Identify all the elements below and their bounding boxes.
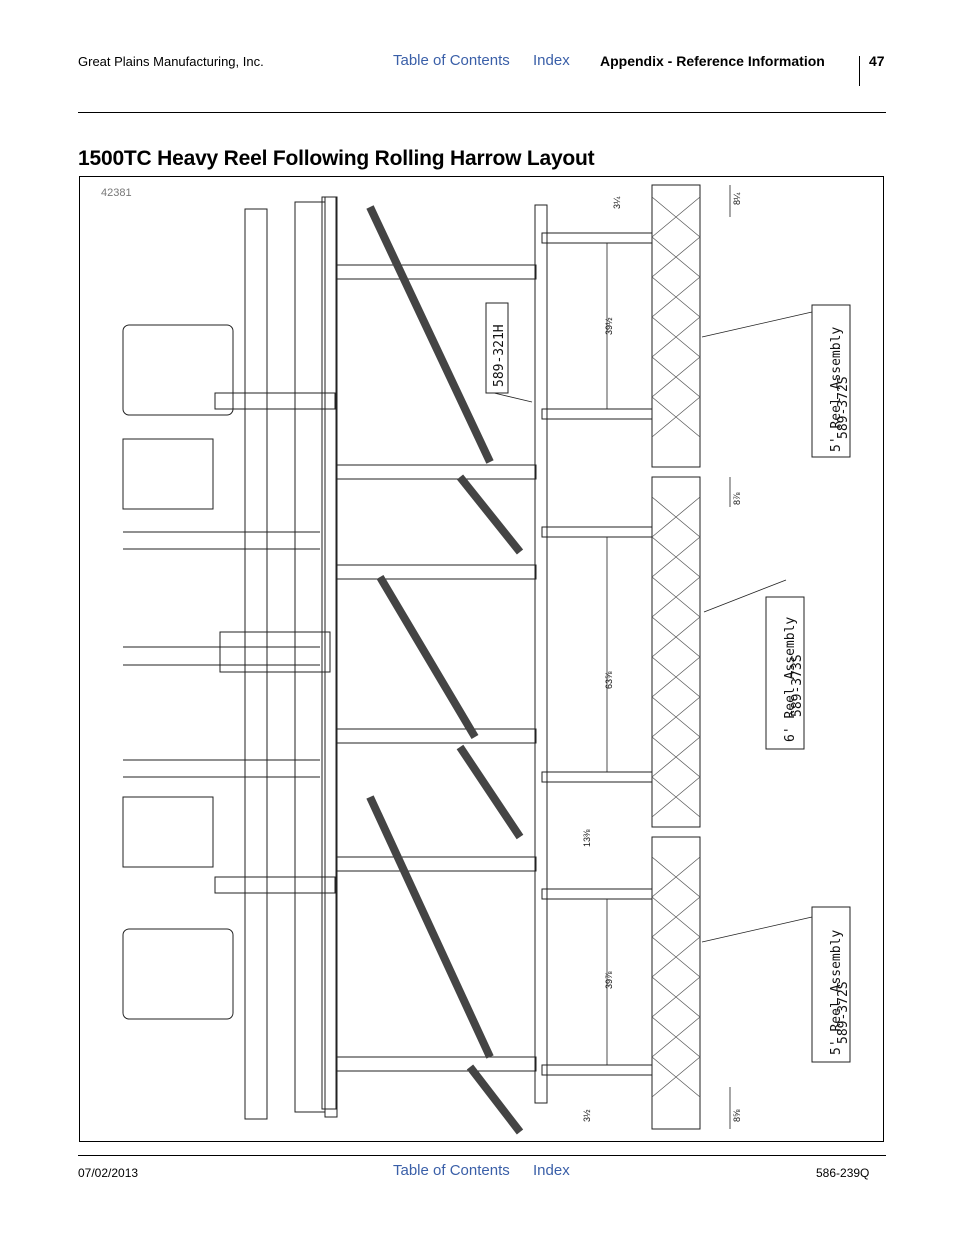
reel-carrier-bar — [534, 204, 548, 1104]
spring-arm-3 — [541, 526, 653, 538]
footer-index-link[interactable]: Index — [533, 1162, 570, 1179]
callout-box-1 — [811, 304, 851, 458]
figure-id: 42381 — [101, 187, 132, 199]
footer-table-of-contents-link[interactable]: Table of Contents — [393, 1162, 510, 1179]
callout-2-line2-text: 589-373S — [790, 654, 805, 717]
reel-middle — [651, 476, 701, 828]
tine-arm-3 — [335, 564, 537, 580]
dimension-label: 8⅝ — [732, 1109, 742, 1122]
dimension-label: 13⅜ — [582, 829, 592, 847]
dimension-label: 8¼ — [732, 192, 742, 205]
header-divider — [859, 56, 860, 86]
cross-member-2 — [214, 876, 336, 894]
dimension-label: 39⅞ — [604, 971, 614, 989]
tine-arm-6 — [335, 1056, 537, 1072]
frame-tire-bottom — [122, 928, 234, 1020]
center-bracket — [219, 631, 331, 673]
spring-arm-2 — [541, 408, 653, 420]
company-name: Great Plains Manufacturing, Inc. — [78, 54, 264, 69]
main-frame-rail-1 — [244, 208, 268, 1120]
page-number: 47 — [869, 53, 885, 69]
part-label-box — [485, 302, 509, 394]
page-title: 1500TC Heavy Reel Following Rolling Harr… — [78, 147, 595, 170]
frame-tire-top — [122, 324, 234, 416]
callout-3-line1: 5' Reel Assembly — [829, 930, 844, 1055]
reel-bottom — [651, 836, 701, 1130]
callout-box-2 — [765, 596, 805, 750]
main-frame-rail-2 — [294, 201, 326, 1113]
index-link[interactable]: Index — [533, 52, 570, 69]
spring-arm-5 — [541, 888, 653, 900]
footer-date: 07/02/2013 — [78, 1166, 139, 1180]
spring-arm-1 — [541, 232, 653, 244]
main-frame-rail-3 — [324, 196, 338, 1118]
tine-arm-5 — [335, 856, 537, 872]
callout-box-3 — [811, 906, 851, 1063]
callout-3-line2-text: 589-372S — [836, 981, 851, 1044]
tool-bar — [321, 196, 337, 1110]
callout-1-line1: 5' Reel Assembly — [829, 327, 844, 452]
frame-block-upper — [122, 438, 214, 510]
footer-part-number: 586-239Q — [816, 1166, 870, 1180]
tine-arm-1 — [335, 264, 537, 280]
harrow-layout-diagram: 5' Reel Assembly 589-372S 6' Reel Assemb… — [122, 184, 851, 1135]
spring-arm-6 — [541, 1064, 653, 1076]
part-label-589-321H: 589-321H — [492, 324, 507, 387]
dimension-label: 63⅝ — [604, 671, 614, 689]
dimension-label: 8⅞ — [732, 492, 742, 505]
section-title: Appendix - Reference Information — [600, 53, 825, 69]
table-of-contents-link[interactable]: Table of Contents — [393, 52, 510, 69]
reel-top — [651, 184, 701, 468]
callout-2-line1: 6' Reel Assembly — [783, 617, 798, 742]
dimension-label: 39½ — [604, 317, 614, 335]
tine-arm-4 — [335, 728, 537, 744]
footer-rule — [78, 1155, 886, 1156]
frame-block-lower — [122, 796, 214, 868]
cross-member-1 — [214, 392, 336, 410]
spring-arm-4 — [541, 771, 653, 783]
tine-arm-2 — [335, 464, 537, 480]
dimension-label: 3¼ — [612, 196, 622, 209]
dimension-label: 3½ — [582, 1109, 592, 1122]
layout-drawing: 42381 — [79, 176, 884, 1142]
callout-1-line2-text: 589-372S — [836, 376, 851, 439]
header-rule — [78, 112, 886, 113]
